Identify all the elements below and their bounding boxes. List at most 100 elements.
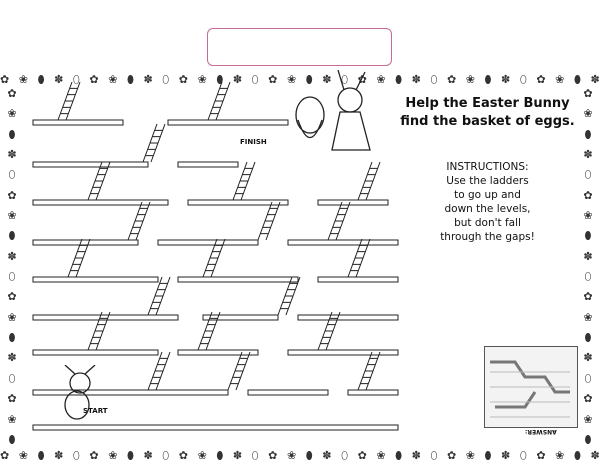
- border-doodle-icon: ❀: [7, 107, 17, 121]
- maze-shelf: [32, 199, 169, 206]
- border-doodle-icon: ❀: [583, 107, 593, 121]
- ladder-icon: [147, 351, 171, 391]
- border-doodle-icon: ✿: [268, 72, 278, 86]
- border-doodle-icon: ⬮: [484, 448, 492, 462]
- border-doodle-icon: ❀: [583, 310, 593, 324]
- maze-shelf: [317, 199, 389, 206]
- border-doodle-icon: ✿: [583, 290, 593, 304]
- border-doodle-icon: ⬮: [216, 72, 224, 86]
- answer-key-thumbnail: [484, 346, 578, 428]
- bunny-with-basket-illustration: [295, 70, 371, 151]
- ladder-icon: [227, 351, 251, 391]
- border-doodle-icon: ⬮: [8, 331, 16, 345]
- border-doodle-icon: ⬮: [8, 432, 16, 446]
- border-doodle-icon: ✿: [536, 72, 546, 86]
- maze-shelf: [32, 424, 399, 431]
- border-doodle-icon: ❀: [465, 448, 475, 462]
- border-doodle-icon: ✽: [232, 448, 243, 462]
- maze-shelf: [202, 314, 279, 321]
- border-doodle-icon: ✽: [590, 448, 600, 462]
- border-doodle-icon: ⬯: [430, 448, 438, 462]
- answer-label: ANSWER:: [525, 428, 557, 435]
- page-title: Help the Easter Bunny find the basket of…: [400, 96, 575, 129]
- maze: [32, 81, 399, 431]
- border-doodle-icon: ✿: [7, 290, 17, 304]
- border-doodle-icon: ✿: [7, 392, 17, 406]
- border-doodle-icon: ✽: [583, 249, 593, 263]
- border-doodle-icon: ✽: [322, 72, 332, 86]
- border-doodle-icon: ❀: [376, 72, 386, 86]
- maze-shelf: [32, 314, 179, 321]
- border-doodle-icon: ✽: [590, 72, 600, 86]
- maze-shelf: [247, 389, 329, 396]
- bunny-border-top: ✿❀⬮✽⬯✿❀⬮✽⬯✿❀⬮✽⬯✿❀⬮✽⬯✿❀⬮✽⬯✿❀⬮✽⬯✿❀⬮✽: [0, 70, 600, 88]
- border-doodle-icon: ❀: [7, 209, 17, 223]
- border-doodle-icon: ✽: [411, 448, 421, 462]
- instructions-line: down the levels,: [444, 203, 531, 215]
- border-doodle-icon: ✿: [0, 448, 10, 462]
- border-doodle-icon: ⬮: [8, 229, 16, 243]
- instructions: INSTRUCTIONS: Use the ladders to go up a…: [430, 160, 545, 244]
- maze-shelf: [347, 389, 399, 396]
- border-doodle-icon: ❀: [286, 72, 297, 86]
- maze-shelf: [187, 199, 289, 206]
- bunny-border-right: ✿❀⬮✽⬯✿❀⬮✽⬯✿❀⬮✽⬯✿❀⬮: [578, 88, 598, 445]
- border-doodle-icon: ⬮: [126, 72, 134, 86]
- border-doodle-icon: ❀: [583, 209, 593, 223]
- border-doodle-icon: ✽: [501, 72, 511, 86]
- border-doodle-icon: ⬮: [216, 448, 224, 462]
- border-doodle-icon: ❀: [7, 310, 17, 324]
- border-doodle-icon: ✽: [143, 448, 153, 462]
- border-doodle-icon: ✽: [322, 448, 332, 462]
- ladder-icon: [127, 201, 151, 241]
- maze-shelf: [317, 276, 399, 283]
- ladder-icon: [57, 81, 81, 121]
- border-doodle-icon: ✽: [7, 249, 17, 263]
- border-doodle-icon: ⬯: [72, 72, 80, 86]
- border-doodle-icon: ❀: [376, 448, 386, 462]
- maze-shelf: [287, 239, 399, 246]
- border-doodle-icon: ⬮: [305, 72, 313, 86]
- ladder-icon: [317, 311, 341, 351]
- ladder-icon: [277, 276, 301, 316]
- bunny-border-left: ✿❀⬮✽⬯✿❀⬮✽⬯✿❀⬮✽⬯✿❀⬮: [2, 88, 22, 445]
- maze-shelf: [177, 349, 259, 356]
- instructions-line: Use the ladders: [446, 175, 529, 187]
- maze-shelf: [297, 314, 399, 321]
- ladder-icon: [357, 161, 381, 201]
- border-doodle-icon: ⬯: [8, 270, 16, 284]
- border-doodle-icon: ✿: [357, 448, 367, 462]
- ladder-icon: [207, 81, 231, 121]
- ladder-icon: [197, 311, 221, 351]
- border-doodle-icon: ✽: [411, 72, 421, 86]
- border-doodle-icon: ✿: [0, 72, 10, 86]
- border-doodle-icon: ⬮: [126, 448, 134, 462]
- border-doodle-icon: ⬯: [341, 72, 348, 86]
- border-doodle-icon: ⬮: [395, 72, 403, 86]
- border-doodle-icon: ❀: [18, 448, 29, 462]
- border-doodle-icon: ✽: [501, 448, 511, 462]
- border-doodle-icon: ✿: [89, 448, 99, 462]
- border-doodle-icon: ✽: [232, 72, 243, 86]
- maze-shelf: [157, 239, 259, 246]
- border-doodle-icon: ⬮: [37, 448, 45, 462]
- border-doodle-icon: ❀: [583, 412, 593, 426]
- ladder-icon: [202, 238, 226, 278]
- ladder-icon: [147, 276, 171, 316]
- border-doodle-icon: ❀: [108, 448, 118, 462]
- instructions-line: through the gaps!: [440, 231, 535, 243]
- start-label: START: [83, 407, 108, 415]
- maze-shelf: [32, 349, 159, 356]
- border-doodle-icon: ❀: [197, 448, 207, 462]
- ladder-icon: [347, 238, 371, 278]
- maze-shelf: [287, 349, 399, 356]
- border-doodle-icon: ⬮: [573, 72, 581, 86]
- maze-shelf: [32, 276, 159, 283]
- border-doodle-icon: ⬯: [162, 72, 170, 86]
- maze-shelf: [32, 389, 229, 396]
- border-doodle-icon: ✿: [446, 72, 457, 86]
- ladder-icon: [87, 161, 111, 201]
- border-doodle-icon: ⬮: [37, 72, 45, 86]
- border-doodle-icon: ⬯: [341, 448, 348, 462]
- border-doodle-icon: ❀: [465, 72, 475, 86]
